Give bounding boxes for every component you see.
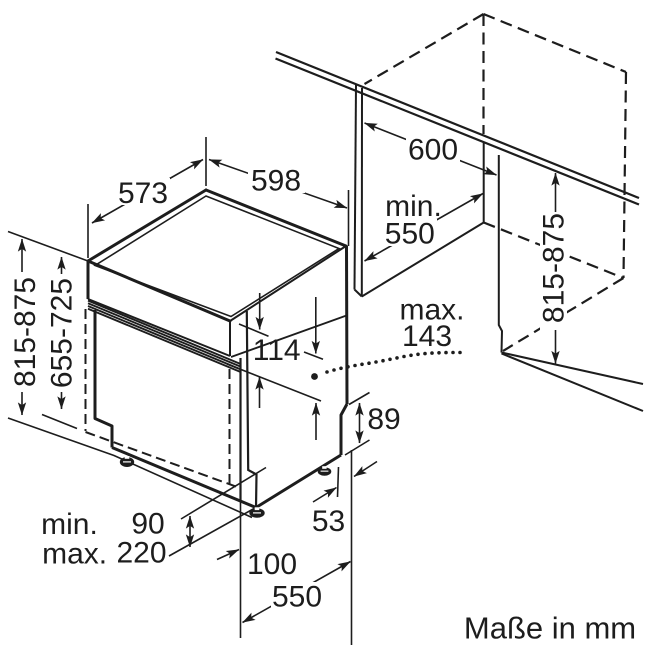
svg-text:100: 100 bbox=[247, 548, 297, 581]
svg-text:598: 598 bbox=[251, 165, 301, 198]
svg-text:min.: min. bbox=[41, 508, 98, 541]
svg-text:max.: max. bbox=[399, 294, 464, 327]
svg-text:220: 220 bbox=[116, 537, 166, 570]
svg-text:min.: min. bbox=[385, 190, 442, 223]
svg-text:573: 573 bbox=[118, 177, 168, 210]
svg-text:114: 114 bbox=[253, 334, 301, 367]
svg-text:Maße in mm: Maße in mm bbox=[464, 611, 636, 646]
svg-text:90: 90 bbox=[131, 508, 164, 541]
svg-text:550: 550 bbox=[385, 218, 435, 251]
svg-text:143: 143 bbox=[402, 320, 452, 353]
svg-text:550: 550 bbox=[272, 581, 322, 614]
svg-text:600: 600 bbox=[408, 134, 458, 167]
svg-text:815-875: 815-875 bbox=[9, 277, 42, 387]
svg-text:89: 89 bbox=[367, 403, 400, 436]
svg-text:655-725: 655-725 bbox=[46, 278, 79, 388]
svg-text:815-875: 815-875 bbox=[538, 213, 571, 323]
svg-text:max.: max. bbox=[42, 538, 107, 571]
svg-text:53: 53 bbox=[312, 505, 345, 538]
